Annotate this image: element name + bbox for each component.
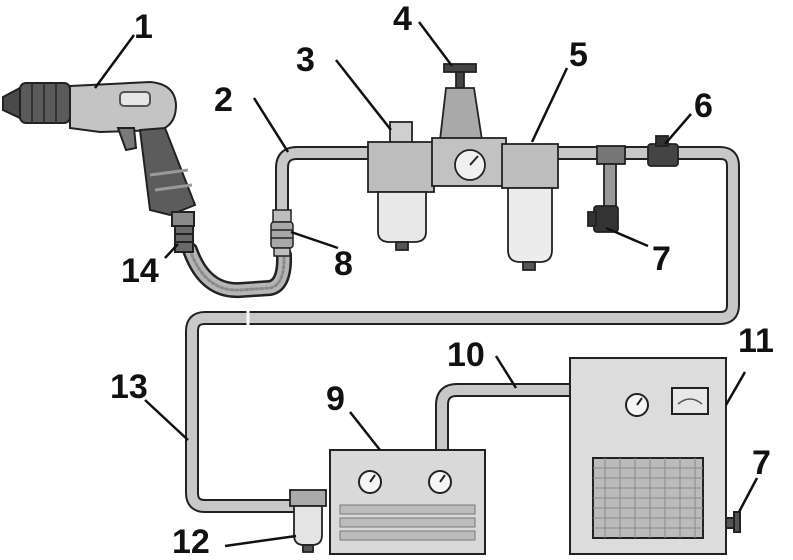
frl-unit [367, 63, 559, 271]
air-dryer [569, 357, 741, 555]
drain-filter [289, 489, 327, 553]
leader-6 [664, 113, 692, 145]
hose-texture [188, 248, 286, 292]
leader-2 [252, 97, 290, 153]
leader-3 [335, 59, 392, 131]
label-6: 6 [694, 87, 713, 125]
main-pipe-loop [187, 148, 738, 511]
dryer-display-panel [671, 387, 709, 415]
leader-lines [93, 21, 759, 548]
leader-14 [164, 243, 179, 259]
connecting-pipe [437, 385, 577, 457]
dryer-drain-tap [725, 511, 741, 533]
leader-5 [530, 67, 569, 143]
leader-7b [737, 477, 759, 513]
number-labels: 1 2 3 4 5 6 7 8 9 10 11 12 13 14 7 [110, 0, 774, 560]
label-1: 1 [134, 8, 153, 46]
label-7a: 7 [652, 240, 671, 278]
quick-coupling [270, 209, 294, 257]
leader-10 [494, 355, 518, 389]
label-4: 4 [393, 0, 412, 38]
label-3: 3 [296, 41, 315, 79]
pipe-network [182, 146, 740, 513]
connecting-pipe-outline [435, 383, 579, 459]
air-filter [367, 121, 435, 251]
label-11: 11 [738, 322, 774, 360]
pressure-regulator [431, 63, 507, 187]
leader-12 [224, 534, 297, 548]
shutoff-valve [647, 135, 679, 167]
label-8: 8 [334, 245, 353, 283]
label-9: 9 [326, 380, 345, 418]
leader-9 [349, 411, 381, 451]
air-compressor [329, 449, 486, 555]
label-13: 13 [110, 368, 148, 406]
leader-8 [290, 230, 339, 250]
label-14: 14 [121, 252, 159, 290]
leader-1 [93, 34, 136, 89]
label-7b: 7 [752, 444, 771, 482]
pneumatic-drill [1, 80, 197, 253]
label-2: 2 [214, 81, 233, 119]
compressor-vent-grille [339, 504, 476, 541]
label-5: 5 [569, 36, 588, 74]
leader-13 [144, 399, 189, 441]
label-12: 12 [172, 523, 210, 560]
leader-11 [724, 371, 747, 406]
lubricator [501, 143, 559, 271]
leader-7a [605, 226, 649, 248]
tee-drain-valve [587, 145, 626, 233]
dryer-vent-grille [592, 457, 704, 539]
label-10: 10 [447, 336, 485, 374]
leader-4 [418, 21, 453, 67]
